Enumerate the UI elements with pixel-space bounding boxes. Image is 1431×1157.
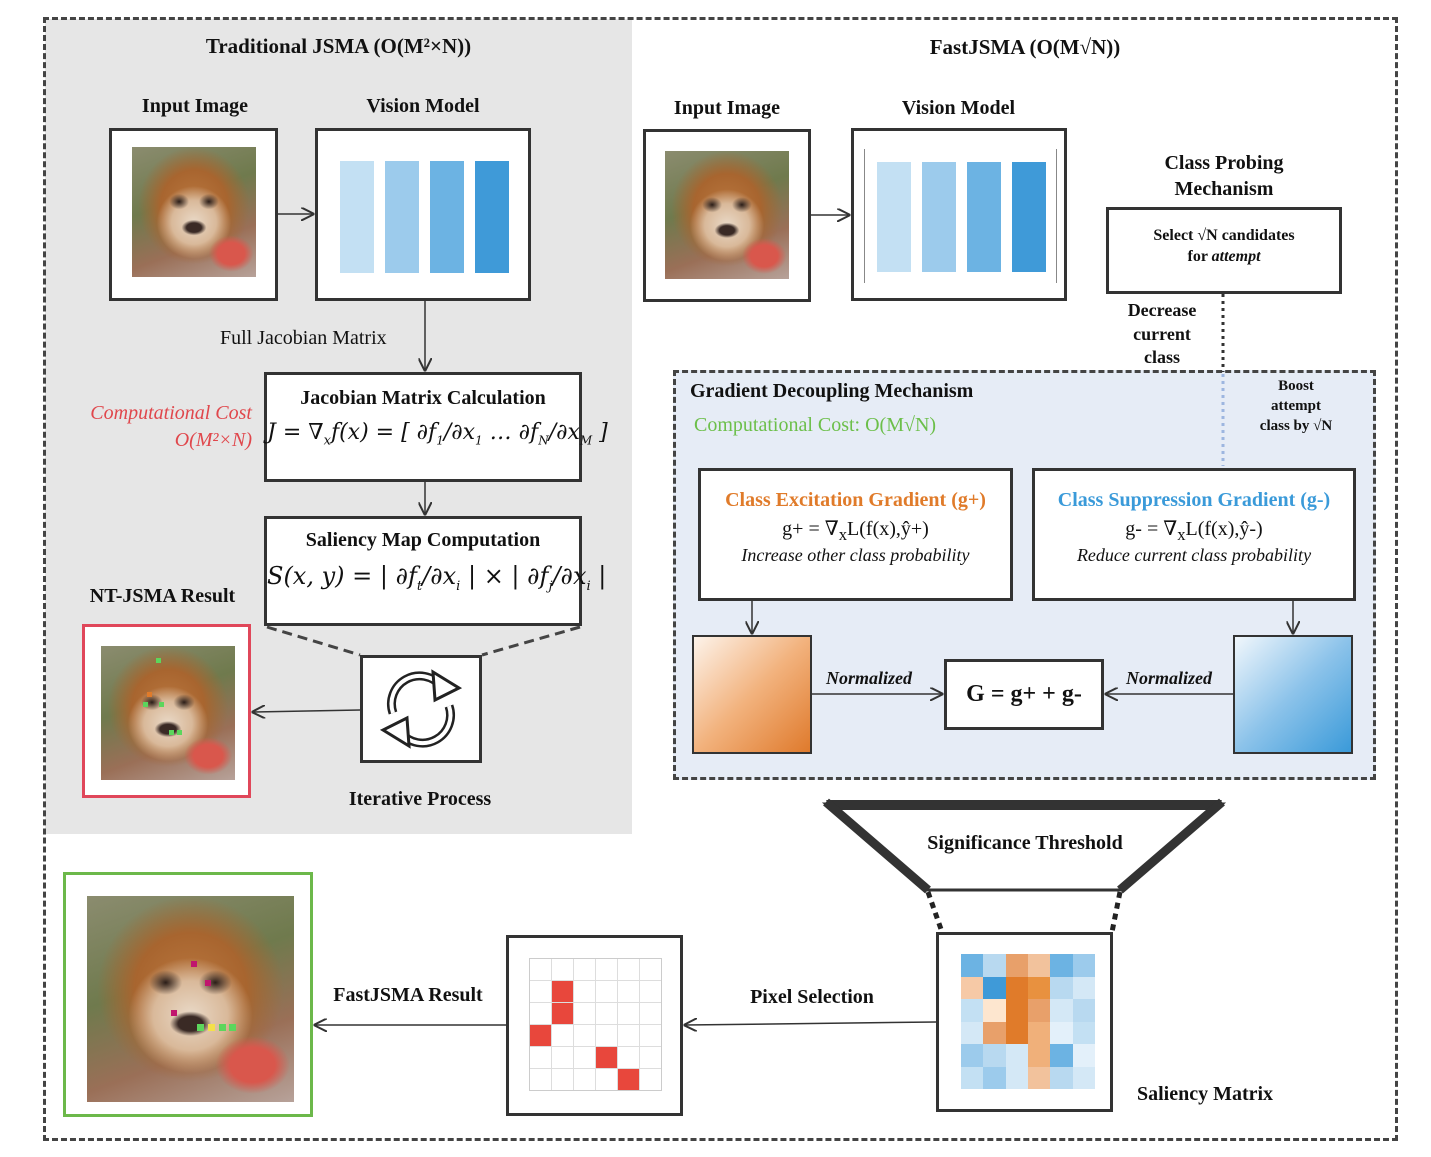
pixel-selection-box — [506, 935, 683, 1116]
boost-label-2: attempt — [1271, 398, 1321, 414]
model-layer-2 — [922, 162, 956, 272]
fast-model-label: Vision Model — [901, 97, 1016, 119]
suppression-gradient-map — [1233, 635, 1353, 754]
iterative-process-box — [360, 655, 482, 763]
iterative-process-label: Iterative Process — [348, 788, 492, 810]
perturbed-pixel — [159, 702, 164, 707]
fastjsma-dog-image — [87, 896, 294, 1102]
traditional-title: Traditional JSMA (O(M²×N)) — [205, 34, 472, 58]
fast-vision-model-box — [851, 128, 1067, 301]
significance-threshold-label: Significance Threshold — [927, 832, 1123, 854]
fastjsma-result-box — [63, 872, 313, 1117]
trad-input-image-box — [109, 128, 278, 301]
refresh-cycle-icon — [379, 669, 463, 749]
dog-image — [665, 151, 789, 279]
perturbed-pixel — [191, 961, 197, 967]
excitation-formula: g+ = ∇xL(f(x),ŷ+) — [782, 518, 929, 544]
model-layer-4 — [475, 161, 509, 273]
probing-title-2: Mechanism — [1174, 178, 1274, 200]
class-probing-box: Select √N candidates for attempt — [1106, 207, 1342, 294]
saliency-matrix-label: Saliency Matrix — [1136, 1083, 1274, 1105]
boost-label-1: Boost — [1278, 378, 1314, 394]
perturbed-pixel — [229, 1024, 236, 1031]
perturbed-pixel — [219, 1024, 226, 1031]
gdm-title: Gradient Decoupling Mechanism — [690, 380, 974, 402]
suppression-formula: g- = ∇xL(f(x),ŷ-) — [1125, 518, 1263, 544]
suppression-title: Class Suppression Gradient (g-) — [1057, 489, 1331, 511]
perturbed-pixel — [208, 1024, 215, 1031]
model-layer-1 — [877, 162, 911, 272]
trad-cost-label: Computational Cost — [90, 402, 252, 424]
perturbed-pixel — [143, 702, 148, 707]
trad-cost-value: O(M²×N) — [174, 429, 252, 451]
excitation-gradient-box: Class Excitation Gradient (g+) g+ = ∇xL(… — [698, 468, 1013, 601]
trad-model-label: Vision Model — [366, 95, 480, 117]
fast-input-image-box — [643, 129, 811, 302]
probing-text-2: for attempt — [1187, 248, 1261, 265]
model-layer-3 — [967, 162, 1001, 272]
saliency-box: Saliency Map Computation S(x, y) = | ∂ft… — [264, 516, 606, 626]
decrease-label-3: class — [1144, 347, 1180, 367]
trad-input-label: Input Image — [141, 95, 249, 117]
nt-jsma-result-box — [82, 624, 251, 798]
perturbed-pixel — [177, 730, 182, 735]
perturbed-pixel — [197, 1024, 204, 1031]
probing-title-1: Class Probing — [1164, 152, 1284, 174]
jacobian-title: Jacobian Matrix Calculation — [300, 387, 546, 409]
nt-jsma-dog-image — [101, 646, 235, 780]
significance-threshold-funnel — [821, 798, 1227, 933]
boost-label-3: class by √N — [1259, 418, 1333, 434]
perturbed-pixel — [169, 730, 174, 735]
combined-gradient-box: G = g+ + g- — [944, 659, 1104, 730]
jacobian-formula: J = ∇xf(x) = [ ∂f1/∂x1 … ∂fN/∂xM ] — [267, 420, 608, 449]
excitation-desc: Increase other class probability — [741, 545, 970, 565]
nt-jsma-result-label: NT-JSMA Result — [89, 585, 236, 607]
outer-frame — [43, 17, 1398, 1141]
suppression-desc: Reduce current class probability — [1076, 545, 1312, 565]
suppression-gradient-box: Class Suppression Gradient (g-) g- = ∇xL… — [1032, 468, 1356, 601]
excitation-title: Class Excitation Gradient (g+) — [725, 489, 986, 511]
model-layer-3 — [430, 161, 464, 273]
decrease-label-2: current — [1133, 324, 1191, 344]
trad-vision-model-box — [315, 128, 531, 301]
model-layer-1 — [340, 161, 374, 273]
perturbed-pixel — [147, 692, 152, 697]
fast-input-label: Input Image — [673, 97, 781, 119]
normalized-right-label: Normalized — [1126, 668, 1213, 688]
model-layer-4 — [1012, 162, 1046, 272]
fastjsma-title: FastJSMA (O(M√N)) — [929, 35, 1121, 59]
dog-image — [132, 147, 256, 277]
pixel-selection-label: Pixel Selection — [750, 986, 874, 1008]
gdm-cost: Computational Cost: O(M√N) — [694, 414, 937, 436]
full-jacobian-label: Full Jacobian Matrix — [220, 327, 387, 349]
normalized-left-label: Normalized — [826, 668, 913, 688]
saliency-matrix-box — [936, 932, 1113, 1112]
perturbed-pixel — [171, 1010, 177, 1016]
jacobian-box: Jacobian Matrix Calculation J = ∇xf(x) =… — [264, 372, 608, 482]
excitation-gradient-map — [692, 635, 812, 754]
selected-pixel-grid — [529, 958, 662, 1091]
perturbed-pixel — [205, 980, 211, 986]
probing-text-1: Select √N candidates — [1153, 227, 1295, 244]
fastjsma-result-label: FastJSMA Result — [333, 984, 483, 1006]
perturbed-pixel — [156, 658, 161, 663]
decrease-label-1: Decrease — [1127, 300, 1197, 320]
model-layer-2 — [385, 161, 419, 273]
saliency-title: Saliency Map Computation — [305, 529, 541, 551]
saliency-matrix-grid — [961, 954, 1095, 1089]
